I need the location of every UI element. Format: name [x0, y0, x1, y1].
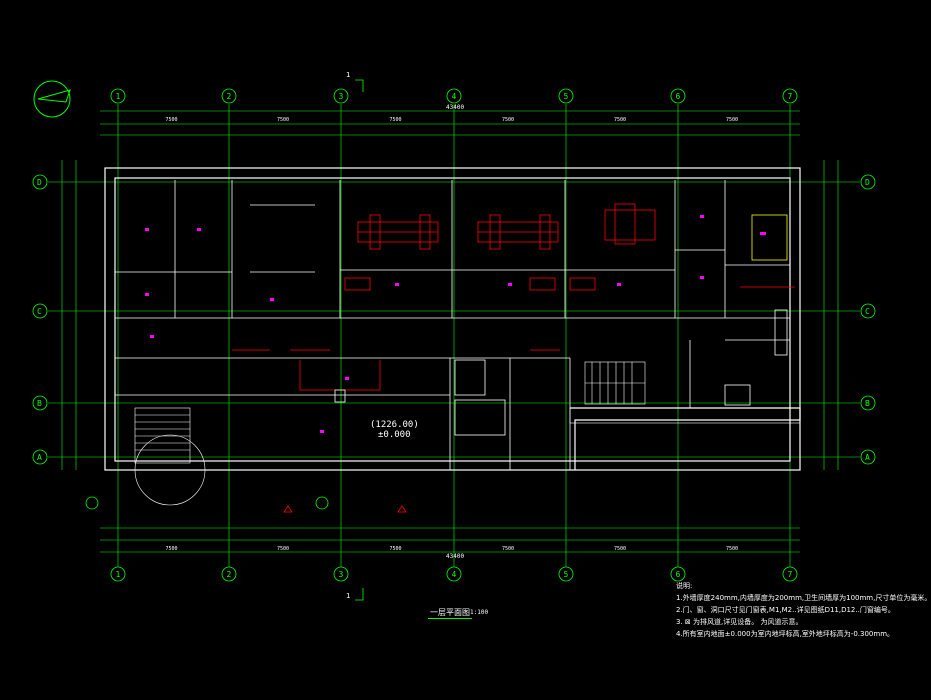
overall-dim-top: 43400 [446, 104, 464, 111]
dimension-lines [61, 110, 839, 553]
stair-icon [134, 361, 646, 506]
bay-dimension: 7500 [390, 117, 402, 123]
axis-bubble [558, 88, 574, 104]
axis-label-3: 3 [339, 92, 344, 101]
axis-bubble [32, 395, 48, 411]
axis-bubble [32, 174, 48, 190]
section-marker-icon [85, 79, 364, 601]
axis-label-3: 3 [339, 570, 344, 579]
elevation-label: (1226.00) [370, 420, 419, 430]
axis-label-A: A [37, 453, 42, 462]
overall-dim-bottom: 43400 [446, 553, 464, 560]
notes-title: 说明: [676, 582, 693, 590]
bay-dimension: 7500 [502, 546, 514, 552]
axis-label-7: 7 [788, 570, 793, 579]
column-axis-lines [117, 104, 791, 567]
room-tags [145, 215, 766, 433]
notes-line: 2.门、窗、洞口尺寸见门窗表,M1,M2..详见图纸D11,D12..门窗编号。 [676, 606, 895, 614]
entrance-markers [283, 505, 407, 513]
bay-dimension: 7500 [726, 117, 738, 123]
axis-label-1: 1 [116, 570, 121, 579]
bay-dimension: 7500 [502, 117, 514, 123]
axis-label-7: 7 [788, 92, 793, 101]
section-mark-bottom: 1 [346, 592, 350, 600]
axis-bubble [333, 566, 349, 582]
dimension-text: 7500 7500 7500 7500 7500 7500 7500 7500 7500 7500… [166, 117, 739, 552]
axis-bubble [782, 88, 798, 104]
axis-bubble [860, 395, 876, 411]
axis-bubble [558, 566, 574, 582]
bay-dimension: 7500 [726, 546, 738, 552]
axis-bubble [782, 566, 798, 582]
axis-label-4: 4 [452, 570, 457, 579]
axis-bubble [446, 566, 462, 582]
interior-walls [115, 180, 790, 470]
axis-bubble [32, 303, 48, 319]
bay-dimension: 7500 [614, 117, 626, 123]
axis-label-6: 6 [676, 92, 681, 101]
sheet-scale: 1:100 [470, 609, 489, 616]
north-arrow-icon [33, 80, 71, 118]
axis-label-C: C [37, 307, 42, 316]
axis-bubble [110, 566, 126, 582]
axis-label-5: 5 [564, 570, 569, 579]
axis-bubble [110, 88, 126, 104]
axis-label-1: 1 [116, 92, 121, 101]
bay-dimension: 7500 [166, 546, 178, 552]
axis-label-C: C [865, 307, 870, 316]
axis-label-2: 2 [227, 570, 232, 579]
axis-bubble [221, 88, 237, 104]
bay-dimension: 7500 [277, 117, 289, 123]
elevation-value: ±0.000 [378, 430, 411, 440]
axis-bubble [446, 88, 462, 104]
axis-bubble [860, 174, 876, 190]
notes-line: 4.所有室内地面±0.000为室内地坪标高,室外地坪标高为-0.300mm。 [676, 630, 895, 638]
section-mark-top: 1 [346, 71, 350, 79]
axis-bubble [670, 566, 686, 582]
drawing-notes: 说明: 1.外墙厚度240mm,内墙厚度为200mm,卫生间墙厚为100mm,尺… [676, 580, 931, 640]
sheet-title: 一层平面图 [428, 608, 472, 619]
axis-label-2: 2 [227, 92, 232, 101]
axis-label-A: A [865, 453, 870, 462]
notes-line: 1.外墙厚度240mm,内墙厚度为200mm,卫生间墙厚为100mm,尺寸单位为… [676, 594, 931, 602]
notes-line: 3. ⊠ 为排风道,详见设备。 为风道示意。 [676, 618, 803, 626]
axis-bubble [670, 88, 686, 104]
axis-bubble [221, 566, 237, 582]
axis-bubble [860, 449, 876, 465]
axis-bubble [333, 88, 349, 104]
axis-label-5: 5 [564, 92, 569, 101]
axis-label-D: D [37, 178, 42, 187]
axis-bubble [32, 449, 48, 465]
equipment-icon [232, 203, 795, 403]
axis-label-B: B [37, 399, 42, 408]
bay-dimension: 7500 [614, 546, 626, 552]
axis-label-B: B [865, 399, 870, 408]
axis-label-D: D [865, 178, 870, 187]
bay-dimension: 7500 [277, 546, 289, 552]
axis-label-6: 6 [676, 570, 681, 579]
bay-dimension: 7500 [166, 117, 178, 123]
axis-label-4: 4 [452, 92, 457, 101]
exterior-walls [104, 167, 801, 471]
axis-bubble [860, 303, 876, 319]
bay-dimension: 7500 [390, 546, 402, 552]
elevation-marker: (1226.00) ±0.000 [370, 420, 419, 440]
